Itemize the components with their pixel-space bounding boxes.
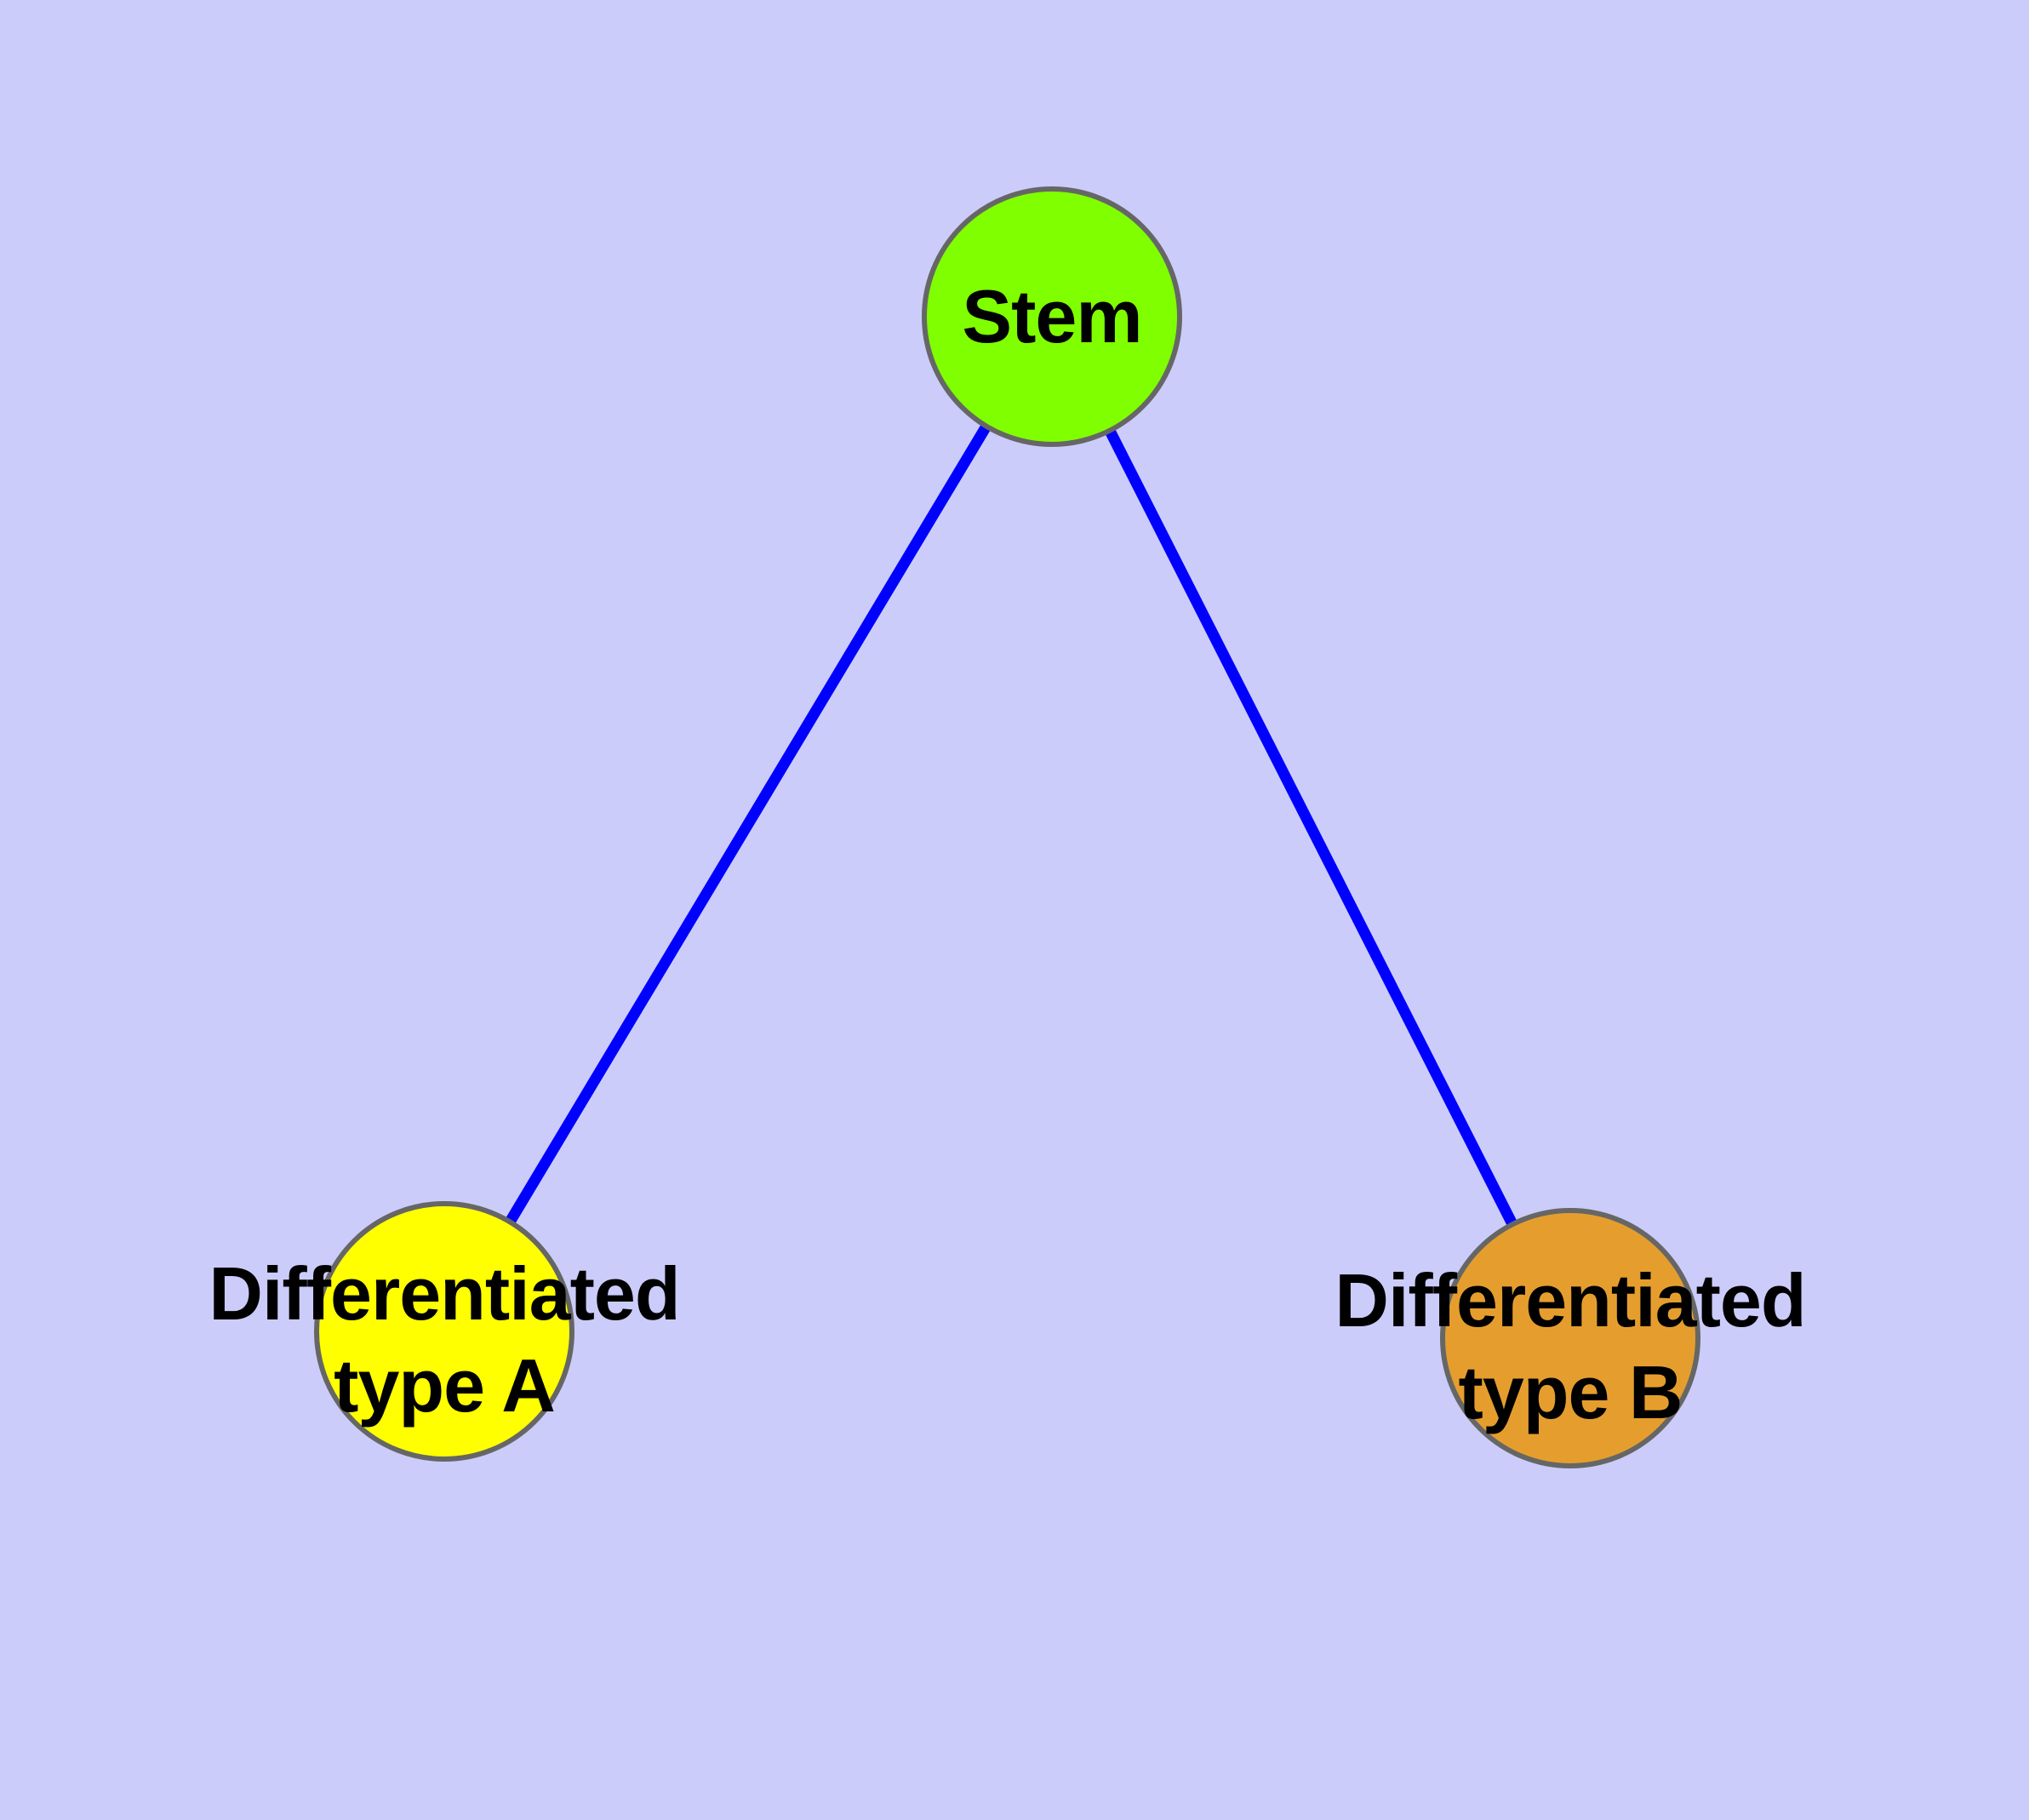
edge-layer: [505, 423, 1517, 1228]
node-diff-b-circle[interactable]: [1440, 1208, 1700, 1468]
node-diff-a-circle[interactable]: [314, 1201, 574, 1462]
node-layer: [314, 186, 1700, 1468]
edge-stem-to-diff-b[interactable]: [1105, 427, 1517, 1228]
node-stem-circle[interactable]: [922, 186, 1182, 447]
edge-stem-to-diff-a[interactable]: [505, 423, 992, 1225]
